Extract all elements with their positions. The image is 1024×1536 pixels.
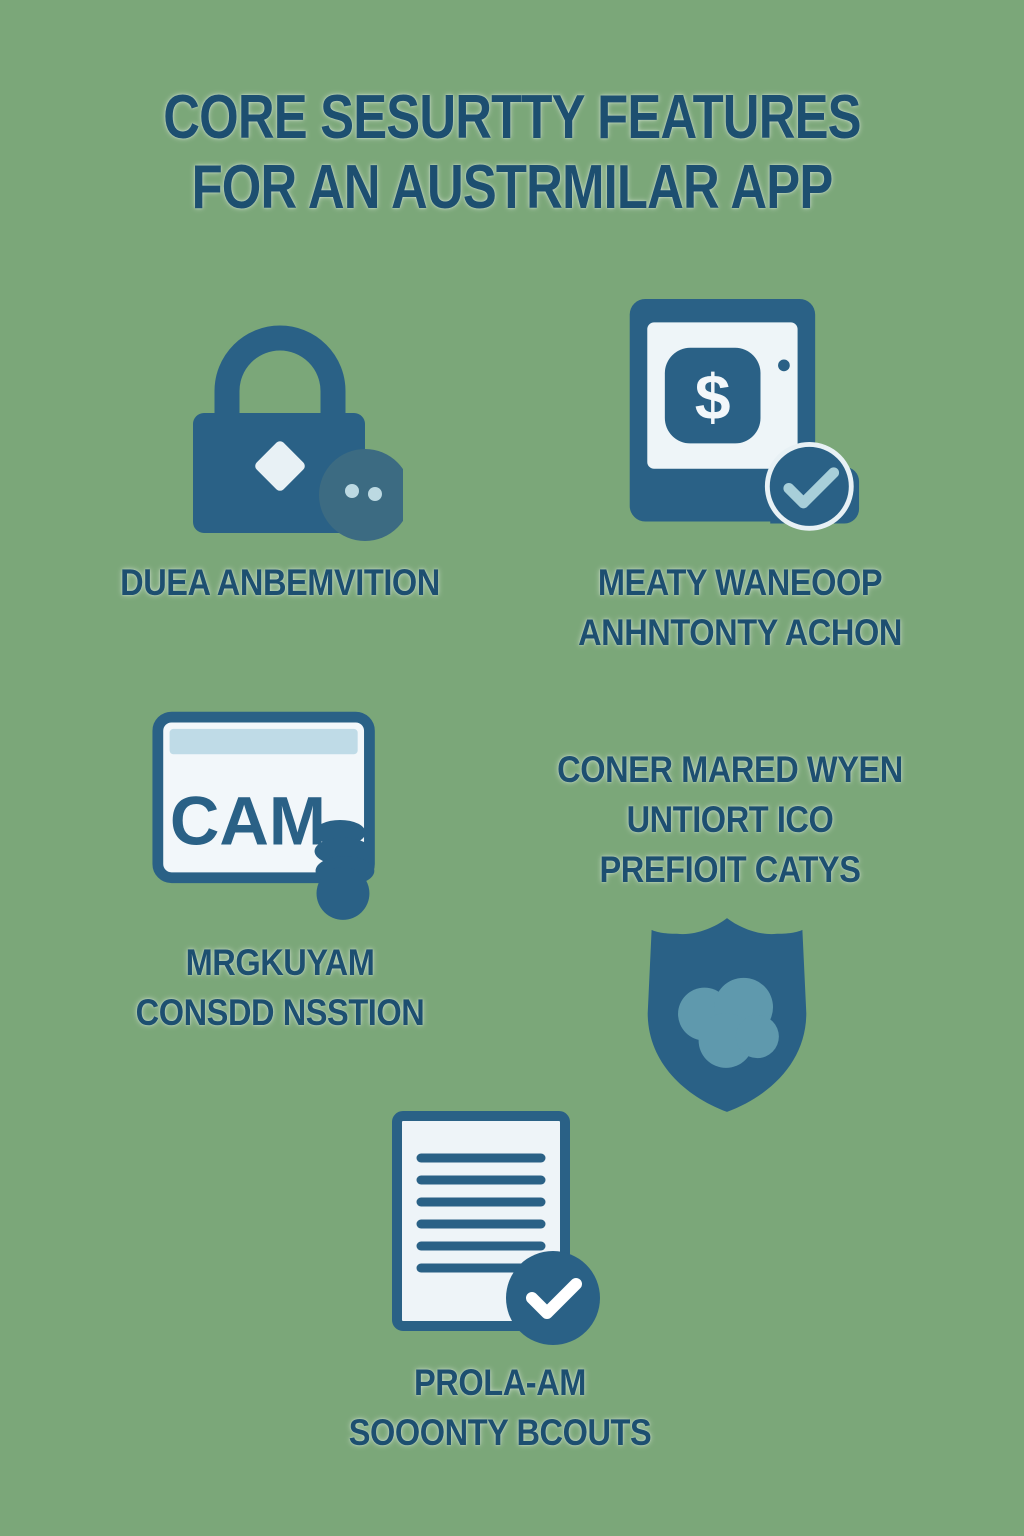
card-top-strip	[169, 728, 358, 755]
feature-caption-shield-line2: UNTIORT ICO	[626, 798, 834, 840]
cam-card-icon: CAM	[150, 708, 390, 931]
page-title-line2: FOR AN AUSTRMILAR APP	[191, 153, 834, 222]
mobile-payment-check-icon: $	[618, 295, 862, 550]
checkmark-icon	[526, 1278, 582, 1319]
feature-caption-payment-line2: ANHNTONTY ACHON	[578, 611, 902, 653]
feature-caption-report: PROLA-AM SOOONTY BCOUTS	[302, 1358, 698, 1458]
feature-caption-shield-line1: CONER MARED WYEN	[557, 749, 903, 790]
keyhole-diamond-icon	[255, 441, 305, 491]
feature-caption-cam: MRGKUYAM CONSDD NSSTION	[95, 938, 465, 1038]
feature-caption-payment: MEATY WANEOOP ANHNTONTY ACHON	[555, 558, 925, 658]
document-text-lines	[416, 1153, 546, 1273]
feature-caption-cam-line1: MRGKUYAM	[185, 942, 375, 983]
feature-caption-report-line1: PROLA-AM	[414, 1362, 586, 1403]
checkmark-icon	[783, 467, 840, 509]
cloud-shape-icon	[678, 977, 779, 1068]
thumbprint-blob-icon	[319, 449, 411, 541]
fist-coins-icon	[314, 819, 375, 920]
checkmark-circle-icon	[506, 1251, 600, 1345]
feature-caption-report-line2: SOOONTY BCOUTS	[348, 1411, 652, 1453]
feature-caption-shield: CONER MARED WYEN UNTIORT ICO PREFIOIT CA…	[545, 745, 915, 895]
feature-caption-shield-line3: PREFIOIT CATYS	[599, 848, 861, 890]
document-checkmark-icon	[385, 1108, 617, 1355]
feature-caption-cam-line2: CONSDD NSSTION	[135, 991, 425, 1033]
dollar-sign: $	[695, 361, 731, 433]
shield-cloud-icon	[634, 912, 820, 1125]
cam-label: CAM	[170, 782, 326, 859]
padlock-icon	[165, 295, 411, 550]
page-title-line1: CORE SESURTTY FEATURES	[163, 83, 861, 152]
feature-caption-lock: DUEA ANBEMVITION	[120, 562, 440, 603]
checkmark-circle-icon	[764, 441, 854, 531]
feature-caption-payment-line1: MEATY WANEOOP	[597, 562, 883, 603]
